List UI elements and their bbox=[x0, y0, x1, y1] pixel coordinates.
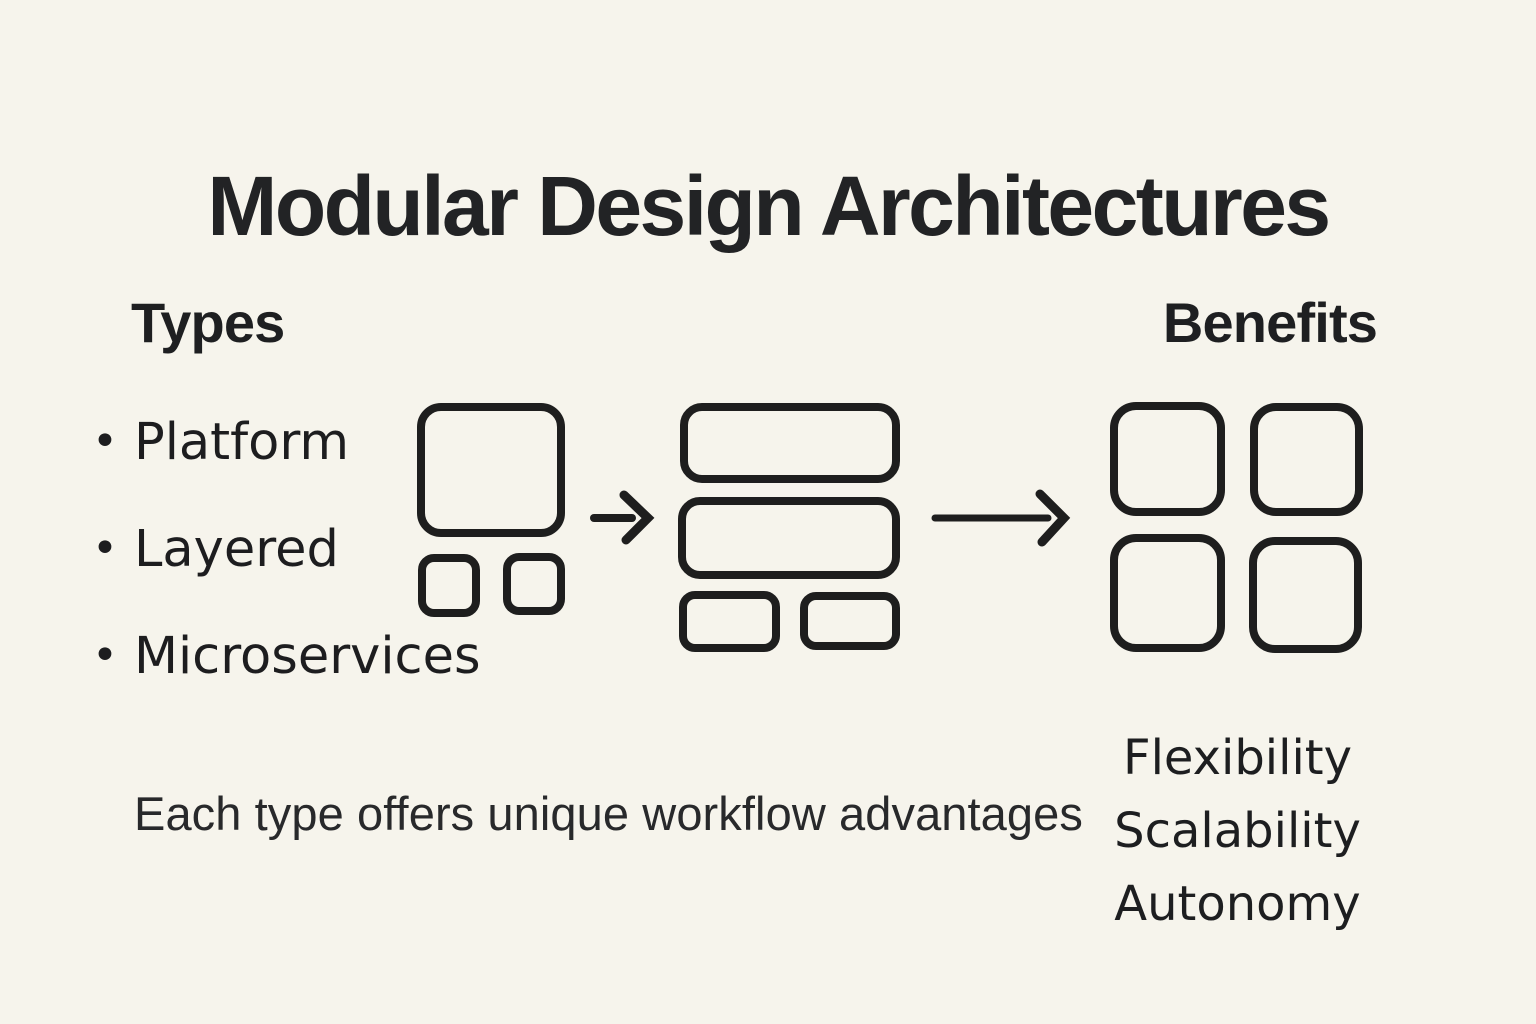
benefit-item-autonomy: Autonomy bbox=[1114, 876, 1361, 932]
layered-module-bottom-1 bbox=[679, 591, 780, 652]
types-list: • Platform • Layered • Microservices bbox=[92, 412, 481, 735]
types-list-item-layered: • Layered bbox=[92, 519, 481, 579]
platform-module-large bbox=[417, 403, 565, 537]
layered-module-bottom-2 bbox=[800, 592, 900, 650]
platform-module-small-1 bbox=[418, 554, 480, 617]
types-list-item-platform: • Platform bbox=[92, 412, 481, 472]
layered-module-top bbox=[680, 403, 900, 483]
bullet-icon: • bbox=[92, 523, 118, 574]
arrow-right-icon bbox=[590, 490, 655, 545]
benefit-grid-cell-2 bbox=[1250, 403, 1363, 516]
benefit-grid-cell-3 bbox=[1110, 534, 1225, 652]
layered-module-middle bbox=[678, 497, 900, 579]
bullet-icon: • bbox=[92, 630, 118, 681]
benefits-list: Flexibility Scalability Autonomy bbox=[1060, 722, 1415, 941]
platform-module-small-2 bbox=[503, 553, 565, 615]
page-title: Modular Design Architectures bbox=[207, 159, 1331, 254]
caption: Each type offers unique workflow advanta… bbox=[134, 787, 1083, 840]
benefits-heading: Benefits bbox=[1162, 291, 1378, 354]
types-list-item-microservices: • Microservices bbox=[92, 626, 481, 686]
bullet-icon: • bbox=[92, 416, 118, 467]
benefit-grid-cell-4 bbox=[1249, 537, 1362, 653]
types-item-label: Platform bbox=[134, 412, 350, 472]
types-item-label: Layered bbox=[134, 519, 339, 579]
arrow-right-icon bbox=[931, 489, 1071, 547]
types-heading: Types bbox=[131, 291, 285, 354]
types-item-label: Microservices bbox=[134, 626, 481, 686]
benefit-grid-cell-1 bbox=[1110, 402, 1225, 516]
benefit-item-scalability: Scalability bbox=[1114, 803, 1361, 859]
benefit-item-flexibility: Flexibility bbox=[1122, 730, 1353, 786]
